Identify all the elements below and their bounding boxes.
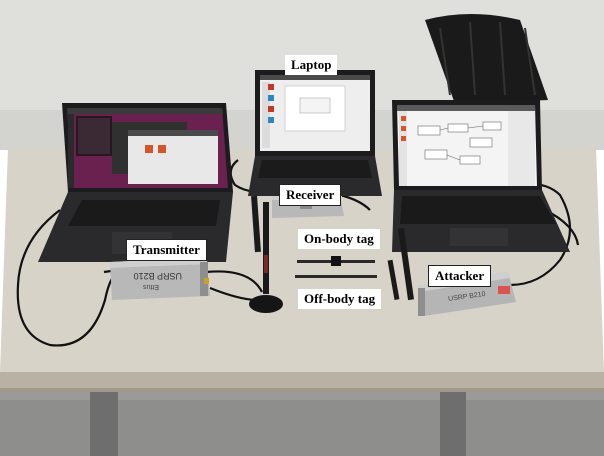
- attacker-antenna: [398, 227, 414, 301]
- center-laptop: [248, 70, 382, 196]
- table-leg: [90, 390, 118, 456]
- tags: [295, 256, 377, 278]
- antennas: [249, 195, 414, 313]
- label-receiver: Receiver: [279, 184, 342, 206]
- off-body-tag-strip: [295, 275, 377, 278]
- label-transmitter: Transmitter: [126, 239, 207, 261]
- label-attacker: Attacker: [428, 265, 492, 287]
- antenna-base: [249, 295, 283, 313]
- label-off-body-tag: Off-body tag: [298, 289, 382, 309]
- tall-antenna: [263, 202, 269, 294]
- right-laptop: [392, 100, 570, 252]
- transmitter-usrp: USRP B210 Ettus: [110, 257, 210, 300]
- transmitter-box-text: USRP B210: [134, 271, 182, 281]
- right-laptop-screen: [397, 105, 537, 186]
- left-laptop: [38, 103, 233, 262]
- table-edge: [0, 372, 604, 390]
- label-laptop: Laptop: [285, 55, 338, 75]
- cables: [16, 159, 580, 347]
- label-on-body-tag: On-body tag: [298, 229, 380, 249]
- transmitter-box-subtext: Ettus: [143, 283, 159, 290]
- office-chair: [425, 14, 548, 104]
- receiver-antenna: [251, 195, 261, 253]
- table-leg: [440, 392, 466, 456]
